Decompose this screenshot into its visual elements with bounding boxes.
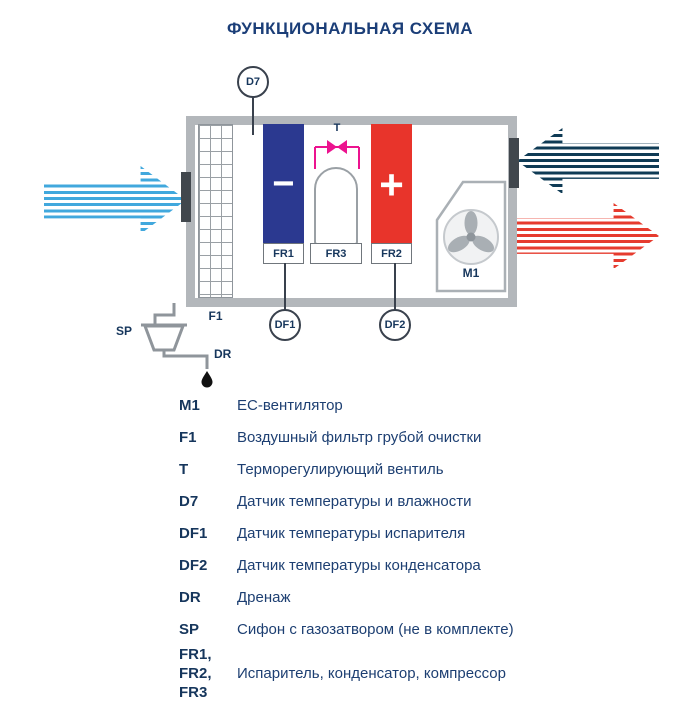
page-title: ФУНКЦИОНАЛЬНАЯ СХЕМА [226, 19, 474, 38]
siphon-label: SP [116, 324, 133, 338]
sensor-df1: DF1 [269, 309, 301, 341]
return-air-arrow-icon [517, 128, 659, 194]
legend-code: T [179, 460, 189, 478]
filter-label: F1 [208, 309, 223, 323]
legend-code: DF1 [179, 524, 208, 542]
condenser-plus-sign: + [379, 161, 404, 208]
evaporator-block: − [263, 124, 304, 264]
legend-row-t: T Терморегулирующий вентиль [179, 453, 669, 485]
left-wall-damper [181, 172, 191, 222]
legend-row-df1: DF1 Датчик температуры испарителя [179, 517, 669, 549]
legend-row-sp: SP Сифон с газозатвором (не в комплекте) [179, 613, 669, 645]
legend-desc: EC-вентилятор [237, 396, 343, 414]
condenser-block: + [371, 124, 412, 264]
legend-desc: Датчик температуры конденсатора [237, 556, 481, 574]
sensor-d7: D7 [237, 66, 269, 98]
legend-desc: Датчик температуры испарителя [237, 524, 466, 542]
water-drop-icon [201, 371, 213, 388]
evaporator-minus-sign: − [272, 162, 295, 205]
legend-code: FR1, FR2, FR3 [179, 646, 212, 701]
air-filter-grid [198, 124, 233, 298]
legend: M1 EC-вентилятор F1 Воздушный фильтр гру… [179, 389, 669, 702]
legend-desc: Дренаж [237, 588, 291, 606]
legend-code: DR [179, 588, 201, 606]
fan-icon [435, 180, 507, 293]
legend-code: SP [179, 620, 200, 638]
df1-connector-line [284, 263, 286, 310]
exhaust-air-arrow-icon [517, 203, 659, 269]
condenser-tag: FR2 [371, 243, 412, 264]
right-wall-damper [509, 138, 519, 188]
legend-code: F1 [179, 428, 197, 446]
legend-row-m1: M1 EC-вентилятор [179, 389, 669, 421]
legend-desc: Испаритель, конденсатор, компрессор [237, 665, 506, 682]
legend-code: M1 [179, 396, 200, 414]
valve-label: T [333, 122, 341, 134]
evaporator-tag: FR1 [263, 243, 304, 264]
drain-label: DR [214, 347, 232, 361]
legend-desc: Терморегулирующий вентиль [237, 460, 444, 478]
legend-row-d7: D7 Датчик температуры и влажности [179, 485, 669, 517]
legend-desc: Воздушный фильтр грубой очистки [237, 428, 482, 446]
df2-connector-line [394, 263, 396, 310]
compressor-cylinder [314, 167, 358, 245]
legend-desc: Датчик температуры и влажности [237, 492, 472, 510]
supply-air-arrow-icon [44, 166, 186, 234]
legend-row-fr: FR1, FR2, FR3 Испаритель, конденсатор, к… [179, 645, 669, 702]
legend-code: D7 [179, 492, 199, 510]
expansion-valve-icon [314, 140, 360, 169]
legend-code: DF2 [179, 556, 208, 574]
legend-desc: Сифон с газозатвором (не в комплекте) [237, 620, 514, 638]
d7-connector-line [252, 97, 254, 135]
legend-row-f1: F1 Воздушный фильтр грубой очистки [179, 421, 669, 453]
legend-row-df2: DF2 Датчик температуры конденсатора [179, 549, 669, 581]
sensor-df2: DF2 [379, 309, 411, 341]
siphon-drain-icon [141, 303, 213, 388]
legend-row-dr: DR Дренаж [179, 581, 669, 613]
fan-label: M1 [462, 266, 480, 280]
compressor-tag: FR3 [310, 243, 362, 264]
